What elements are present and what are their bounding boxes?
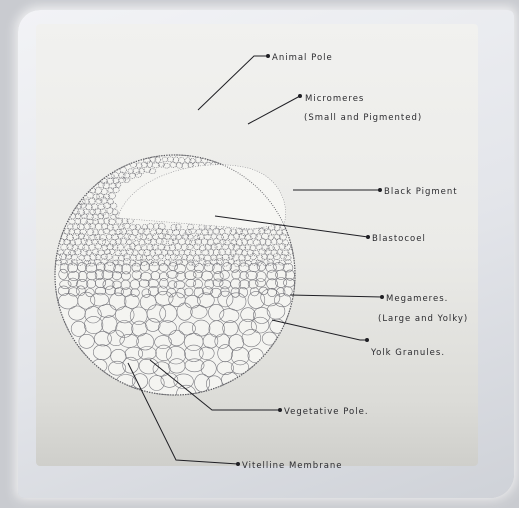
label-vitelline-membrane: Vitelline Membrane <box>242 461 343 471</box>
embryo <box>55 155 295 401</box>
label-micromeres: Micromeres <box>305 94 364 104</box>
leader-micromeres <box>248 96 300 124</box>
leader-megameres <box>290 295 382 297</box>
label-micromeres-note: (Small and Pigmented) <box>304 113 422 123</box>
leader-animal-pole <box>198 56 268 110</box>
label-yolk-granules: Yolk Granules. <box>370 348 445 358</box>
label-vegetative-pole: Vegetative Pole. <box>284 407 369 417</box>
label-blastocoel: Blastocoel <box>372 234 426 244</box>
label-black-pigment: Black Pigment <box>384 187 458 197</box>
label-megameres-note: (Large and Yolky) <box>378 314 468 324</box>
label-animal-pole: Animal Pole <box>272 53 333 63</box>
leader-yolk-granules <box>272 320 367 340</box>
label-megameres: Megameres. <box>386 294 448 304</box>
